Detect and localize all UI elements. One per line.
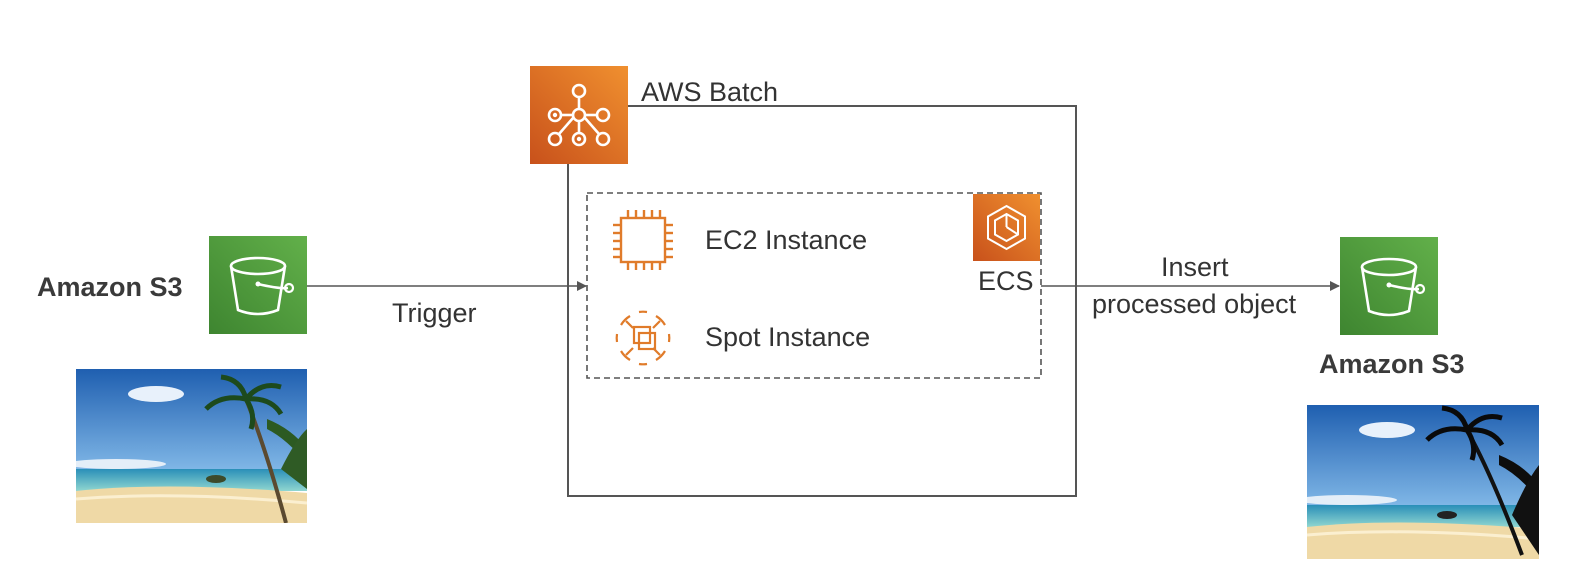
destination-beach-photo [1307, 405, 1539, 559]
destination-s3-bucket-icon [1340, 237, 1438, 335]
destination-s3-label: Amazon S3 [1319, 349, 1465, 379]
source-s3-bucket-icon [209, 236, 307, 334]
insert-label-line1: Insert [1161, 252, 1229, 282]
ec2-instance-label: EC2 Instance [705, 225, 868, 255]
ecs-icon [973, 194, 1040, 261]
spot-instance-icon [612, 307, 674, 369]
source-beach-photo [76, 369, 307, 523]
aws-batch-icon [530, 66, 628, 164]
aws-batch-container [567, 105, 1077, 497]
spot-instance-label: Spot Instance [705, 322, 871, 352]
insert-label-line2: processed object [1092, 289, 1297, 319]
compute-environment-box [586, 192, 1042, 379]
aws-batch-title: AWS Batch [641, 77, 779, 107]
ecs-label: ECS [978, 266, 1034, 296]
source-s3-label: Amazon S3 [37, 272, 183, 302]
ec2-chip-icon [610, 207, 676, 273]
trigger-label: Trigger [392, 298, 477, 328]
